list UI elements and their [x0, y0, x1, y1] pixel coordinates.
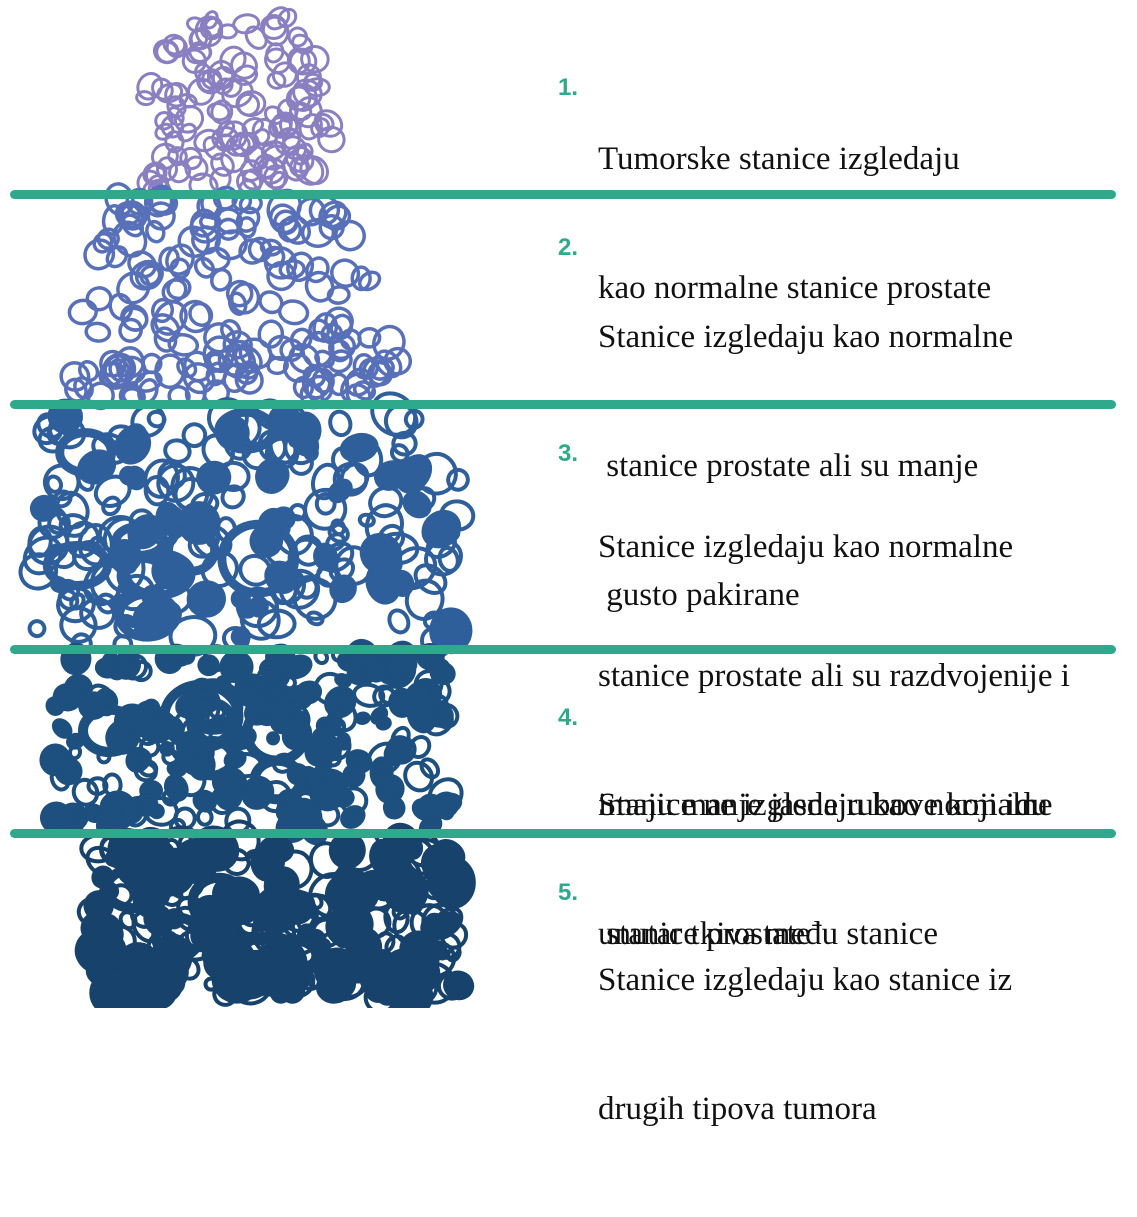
tissue-cell: [86, 287, 111, 311]
tissue-cell: [165, 275, 193, 302]
grade-2-line: Stanice izgledaju kao normalne: [598, 316, 1013, 359]
grade-4-number: 4.: [558, 704, 598, 732]
tissue-cell: [266, 71, 286, 90]
tissue-cell: [221, 652, 253, 683]
tissue-cell: [393, 836, 411, 856]
grade-5-label: 5. Stanice izgledaju kao stanice iz drug…: [558, 873, 1012, 1217]
grade-4-line: Stanice ne izgledaju kao normalne: [598, 784, 1053, 827]
grade-3-line: Stanice izgledaju kao normalne: [598, 526, 1070, 569]
grade-5-number: 5.: [558, 879, 598, 907]
tissue-cell: [51, 717, 74, 740]
tissue-cell: [278, 299, 309, 326]
tissue-cell: [418, 794, 445, 820]
tissue-cell: [327, 409, 353, 438]
tissue-cell: [144, 219, 166, 244]
tissue-cell: [27, 619, 47, 639]
grade-2-number: 2.: [558, 234, 598, 262]
tissue-cell: [150, 805, 163, 818]
tissue-cell: [69, 745, 81, 759]
grade-5-line: drugih tipova tumora: [598, 1088, 1012, 1131]
grade-3-line: stanice prostate ali su razdvojenije i: [598, 655, 1070, 698]
grade-5-line: Stanice izgledaju kao stanice iz: [598, 959, 1012, 1002]
grade-1-number: 1.: [558, 74, 598, 102]
tissue-cell: [197, 654, 219, 676]
tissue-cell: [232, 13, 260, 35]
grade-3-number: 3.: [558, 440, 598, 468]
tissue-cell: [216, 784, 241, 809]
tissue-cell: [160, 742, 173, 755]
tissue-cell: [268, 733, 279, 744]
tissue-cell: [326, 476, 355, 505]
tissue-cell: [437, 546, 460, 573]
tissue-cell: [197, 809, 212, 825]
grade-1-line: Tumorske stanice izgledaju: [598, 138, 991, 181]
tissue-cell: [85, 322, 111, 343]
tissue-cell: [227, 291, 248, 316]
tissue-cell: [168, 333, 198, 356]
tissue-cell: [312, 727, 333, 751]
tissue-cell: [356, 713, 369, 724]
tissue-cell: [187, 580, 226, 617]
tissue-cell: [68, 299, 98, 326]
